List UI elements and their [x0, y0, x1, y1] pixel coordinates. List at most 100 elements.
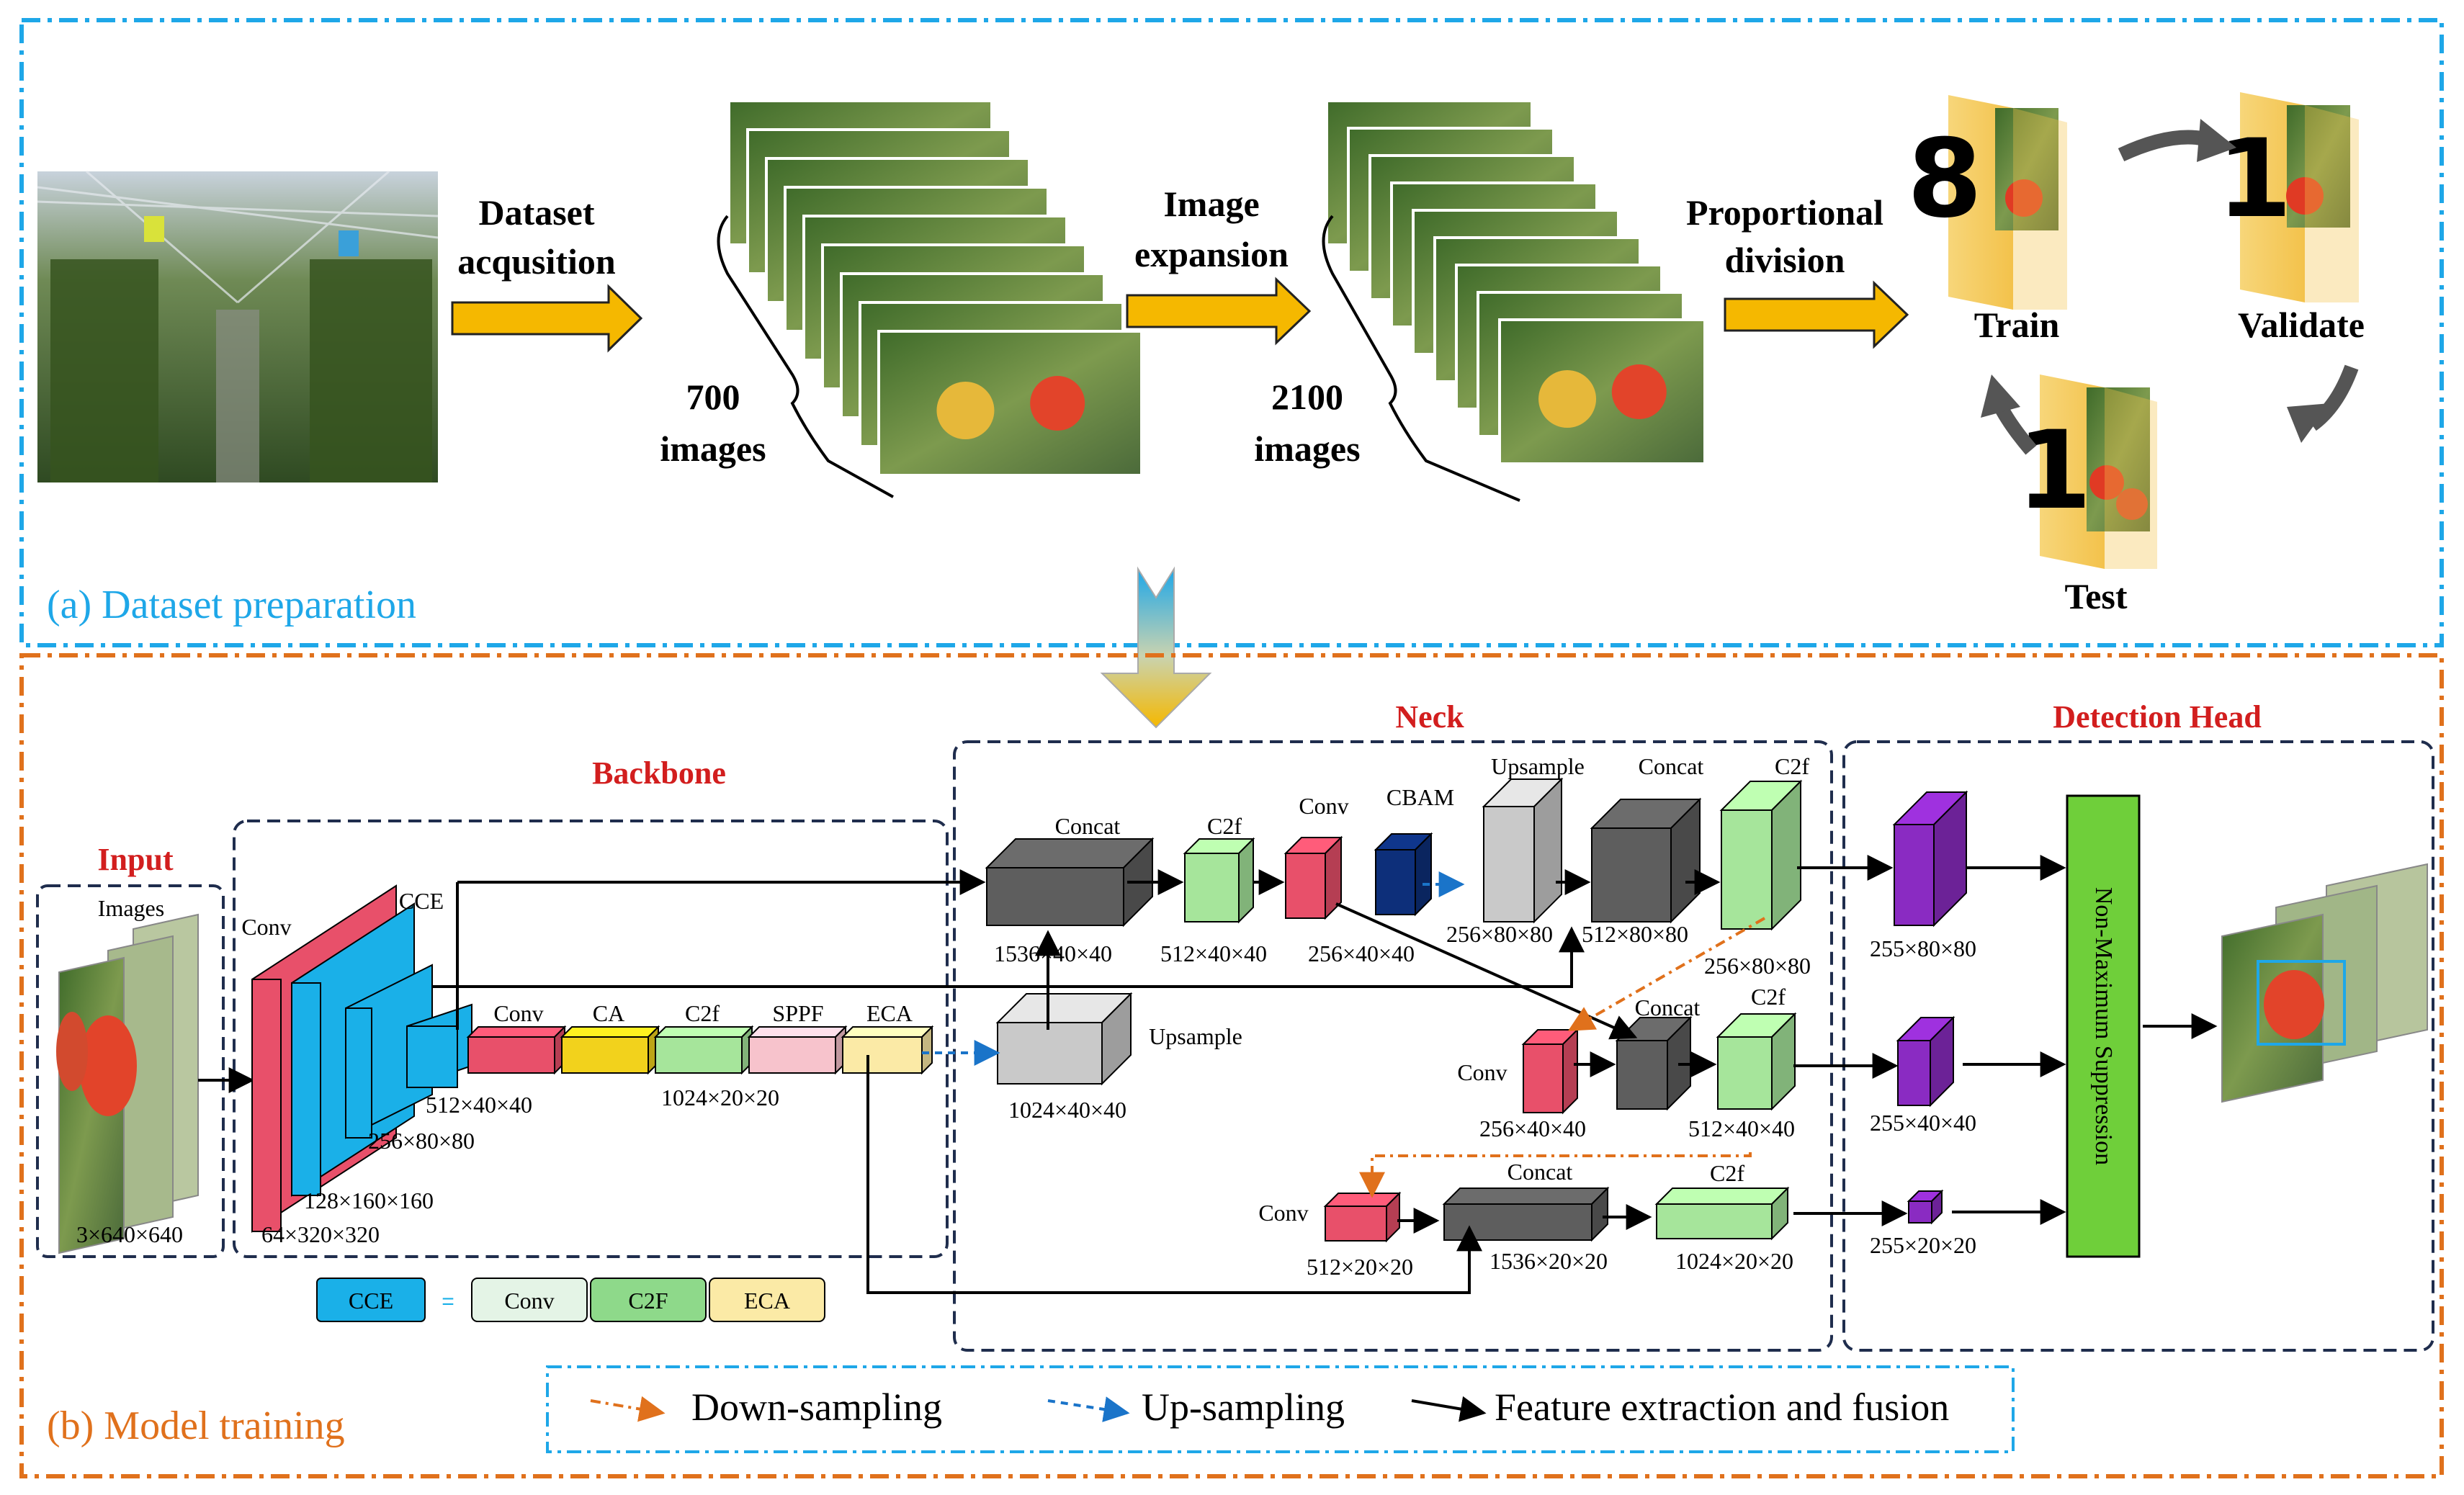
cycle-arrowhead-1 [2197, 119, 2236, 162]
count1-num: 700 [686, 377, 740, 417]
tomato-red [1611, 364, 1667, 419]
bb-dim-1: 64×320×320 [261, 1221, 380, 1247]
count1-unit: images [660, 428, 766, 469]
bb-conv-label: Conv [241, 914, 291, 940]
legend-down-arrow [590, 1396, 666, 1422]
legend-up-arrow [1047, 1396, 1130, 1422]
train-folder [1948, 95, 2067, 310]
input-region [36, 884, 225, 1258]
step1-line2: acqusition [457, 241, 616, 282]
backbone-title: Backbone [592, 755, 726, 791]
neck-region [953, 740, 1833, 1352]
bb-dim-2: 128×160×160 [304, 1188, 434, 1213]
nk-dim-up0: 1024×40×40 [1008, 1097, 1126, 1123]
nk-c2f3-block [1716, 1012, 1797, 1111]
neck-to-head-arrows [1793, 855, 2218, 1226]
nk-conv1-block [1283, 835, 1343, 920]
nk-c2f1-label: C2f [1207, 813, 1242, 839]
nk-concat2-block [1590, 797, 1702, 924]
bb-dim-3: 256×80×80 [368, 1128, 475, 1154]
nk-cbam-block [1374, 832, 1433, 917]
head-title: Detection Head [2053, 699, 2262, 735]
bb-eca-label: ECA [866, 1000, 913, 1026]
nk-conv3-label: Conv [1258, 1200, 1308, 1226]
tomato-yellow [936, 382, 995, 439]
neck-connections [432, 869, 1721, 1294]
hd-block-1 [1892, 790, 1968, 928]
bb-dim-4: 512×40×40 [426, 1092, 532, 1118]
legend-conv-box [471, 1278, 588, 1322]
backbone-region [233, 820, 949, 1258]
section-b-caption: (b) Model training [47, 1404, 345, 1448]
train-num: 8 [1907, 117, 1982, 242]
step3-line2: division [1725, 240, 1845, 280]
expansion-arrow [1126, 277, 1312, 346]
legend-eca-box [709, 1278, 825, 1322]
section-a-caption: (a) Dataset preparation [47, 583, 416, 627]
image-stack-700 [727, 99, 1143, 477]
count2-unit: images [1254, 428, 1360, 469]
legend-feat-arrow [1411, 1396, 1487, 1422]
bb-conv2-label: Conv [493, 1000, 543, 1026]
hd-block-3 [1907, 1189, 1944, 1225]
stacked-photo [877, 330, 1143, 477]
bb-c2f-label: C2f [685, 1000, 720, 1026]
nk-conv1-label: Conv [1299, 793, 1348, 819]
nk-upsample0-label: Upsample [1149, 1023, 1242, 1049]
bb-sppf-block [747, 1025, 848, 1075]
legend-c2f-text: C2F [628, 1288, 668, 1314]
backbone-cce-block-3 [406, 1003, 472, 1089]
test-folder [2040, 374, 2157, 569]
nk-dim-up1: 256×80×80 [1446, 921, 1553, 947]
tomato-red [1030, 376, 1085, 431]
nk-dim-c2f4: 1024×20×20 [1675, 1248, 1793, 1274]
validate-num: 1 [2217, 117, 2292, 242]
transition-arrow [1100, 566, 1212, 729]
nms-box [2066, 794, 2141, 1258]
nk-c2f4-label: C2f [1710, 1160, 1744, 1186]
bb-ca-block [560, 1025, 660, 1075]
nk-conv3-block [1323, 1191, 1402, 1243]
bb-dim-5: 1024×20×20 [661, 1085, 779, 1110]
legend-eca-text: ECA [744, 1288, 790, 1314]
nk-concat2-label: Concat [1639, 753, 1704, 779]
neck-blocks [985, 777, 1968, 1243]
upsample-arrows [922, 871, 1465, 1066]
input-image-stack [56, 913, 199, 1254]
nk-dim-conv3: 512×20×20 [1307, 1254, 1413, 1280]
nk-dim-concat4: 1536×20×20 [1489, 1248, 1608, 1274]
nk-c2f2-label: C2f [1775, 753, 1809, 779]
nk-upsample1-label: Upsample [1491, 753, 1585, 779]
nk-conv2-label: Conv [1457, 1059, 1507, 1085]
legend-down-text: Down-sampling [691, 1386, 942, 1429]
nk-dim-conv1: 256×40×40 [1308, 940, 1415, 966]
step1-line1: Dataset [478, 192, 594, 233]
test-label: Test [2064, 576, 2127, 616]
step2-line2: expansion [1134, 234, 1289, 274]
validate-label: Validate [2238, 305, 2365, 345]
bb-c2f-block [653, 1025, 754, 1075]
nk-concat4-label: Concat [1507, 1159, 1573, 1185]
brace-700 [717, 215, 894, 498]
legend-conv-text: Conv [504, 1288, 554, 1314]
test-num: 1 [2017, 408, 2092, 534]
legend-cce-text: CCE [349, 1288, 393, 1314]
legend-cce-box [316, 1278, 426, 1322]
count2-num: 2100 [1271, 377, 1343, 417]
cycle-arrowhead-2 [2287, 403, 2330, 443]
dataset-preparation-frame [19, 18, 2444, 647]
model-training-frame [19, 653, 2444, 1478]
bb-cce-label: CCE [399, 888, 444, 914]
backbone-cce-block-2 [345, 964, 433, 1139]
acquisition-arrow [451, 284, 643, 353]
nk-cbam-label: CBAM [1386, 784, 1454, 810]
hd-dim-2: 255×40×40 [1870, 1110, 1976, 1136]
nk-conv2-block [1521, 1028, 1580, 1115]
arrow-legend-frame [546, 1365, 2015, 1453]
nk-upsample0-block [995, 992, 1133, 1086]
nk-dim-c2f1: 512×40×40 [1160, 940, 1267, 966]
hd-dim-3: 255×20×20 [1870, 1232, 1976, 1258]
bb-eca-block [841, 1025, 934, 1075]
nk-concat3-label: Concat [1635, 995, 1701, 1020]
